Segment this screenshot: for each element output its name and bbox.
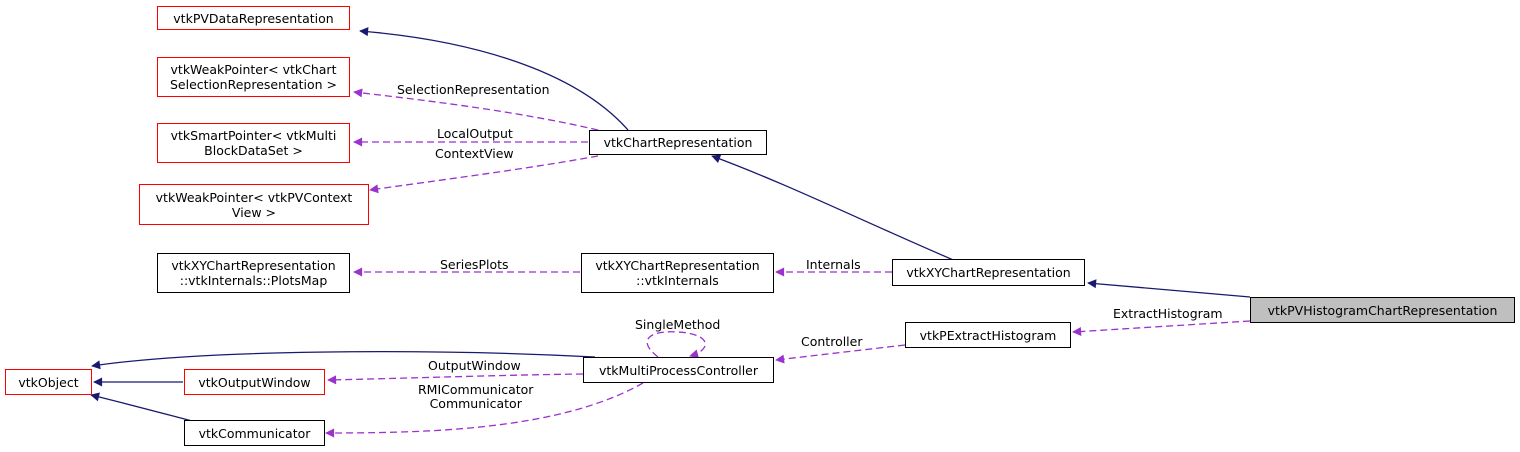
edge-use-contextview [369, 155, 599, 194]
edge-label-localoutput: LocalOutput [437, 126, 513, 141]
node-vtkpvhistogramchartrepresentation: vtkPVHistogramChartRepresentation [1250, 297, 1515, 323]
edge-inherit-chartrep-pvdatarep [359, 27, 629, 131]
node-weakpointer-pvcontextview[interactable]: vtkWeakPointer< vtkPVContext View > [139, 184, 369, 225]
edge-inherit-xychart-chartrep [711, 154, 959, 263]
node-vtkobject[interactable]: vtkObject [5, 369, 92, 395]
node-vtkoutputwindow[interactable]: vtkOutputWindow [184, 369, 325, 395]
edge-use-selectionrep [353, 88, 599, 131]
node-vtkchartrepresentation[interactable]: vtkChartRepresentation [589, 130, 767, 155]
node-vtkcommunicator[interactable]: vtkCommunicator [184, 420, 325, 446]
node-vtkmultiprocesscontroller[interactable]: vtkMultiProcessController [583, 357, 774, 383]
edge-label-contextview: ContextView [435, 146, 514, 161]
edge-label-communicators: RMICommunicator Communicator [418, 382, 534, 411]
edge-use-outputwindow [327, 373, 584, 385]
edge-use-communicators [325, 382, 644, 438]
node-vtkpvdatarepresentation[interactable]: vtkPVDataRepresentation [157, 6, 350, 30]
node-smartpointer-multiblock[interactable]: vtkSmartPointer< vtkMulti BlockDataSet > [157, 123, 350, 163]
edge-label-internals: Internals [806, 257, 861, 272]
node-vtkpextracthistogram[interactable]: vtkPExtractHistogram [905, 322, 1071, 348]
edge-label-outputwindow: OutputWindow [428, 358, 521, 373]
node-vtkinternals[interactable]: vtkXYChartRepresentation ::vtkInternals [581, 253, 774, 293]
edge-label-extracthistogram: ExtractHistogram [1113, 306, 1223, 321]
edge-inherit-histogram-xychart [1087, 279, 1251, 298]
node-plotsmap[interactable]: vtkXYChartRepresentation ::vtkInternals:… [157, 253, 350, 293]
edge-label-selectionrepresentation: SelectionRepresentation [397, 82, 550, 97]
edge-inherit-communicator-vtkobject [90, 392, 193, 422]
edge-label-seriesplots: SeriesPlots [440, 257, 509, 272]
node-vtkxychartrepresentation[interactable]: vtkXYChartRepresentation [892, 259, 1085, 286]
edge-inherit-mpcontroller-vtkobject [91, 351, 596, 370]
node-weakpointer-chart-selection[interactable]: vtkWeakPointer< vtkChart SelectionRepres… [157, 57, 350, 97]
edge-use-singlemethod [646, 331, 706, 359]
edge-use-extracthistogram [1072, 320, 1251, 336]
edge-label-controller: Controller [801, 334, 863, 349]
edge-label-singlemethod: SingleMethod [635, 317, 721, 332]
